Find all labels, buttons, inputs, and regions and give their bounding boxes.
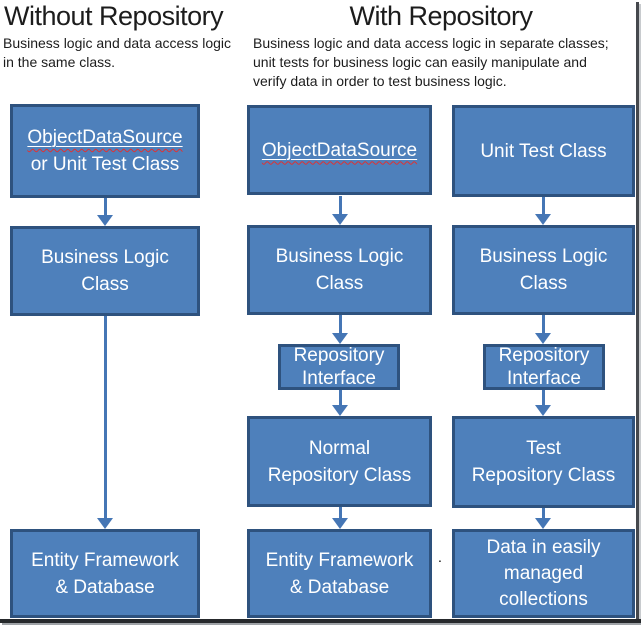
node-business-logic-class-middle: Business Logic Class [247, 225, 432, 315]
node-label: ObjectDataSource [261, 139, 418, 161]
spellcheck-squiggle: ObjectDataSource [27, 124, 182, 151]
node-normal-repository-class: Normal Repository Class [247, 416, 432, 507]
frame-bottom-edge [0, 619, 641, 623]
node-business-logic-class-left: Business Logic Class [10, 226, 200, 316]
frame-right-edge-shadow [639, 4, 641, 622]
node-entity-framework-database-middle: Entity Framework & Database [247, 529, 432, 618]
flow-arrow-down [534, 508, 552, 529]
stray-period-text: . [438, 549, 442, 565]
section-description-with: Business logic and data access logic in … [253, 35, 609, 89]
flow-arrow-down [331, 315, 349, 344]
flow-arrow-down-long [96, 316, 114, 529]
node-repository-interface-middle: Repository Interface [278, 344, 400, 390]
flow-arrow-down [534, 390, 552, 416]
flow-arrow-down [331, 390, 349, 416]
section-title-with-repository: With Repository [349, 1, 533, 31]
node-test-repository-class: Test Repository Class [452, 416, 635, 508]
node-repository-interface-right: Repository Interface [483, 344, 605, 390]
node-unit-test-class: Unit Test Class [452, 105, 635, 197]
node-data-in-easily-managed-collections: Data in easily managed collections [452, 529, 635, 618]
flow-arrow-down [534, 197, 552, 225]
frame-bottom-edge-shadow [2, 623, 641, 625]
node-objectdatasource: ObjectDataSource [247, 105, 432, 195]
node-objectdatasource-or-unit-test-class: ObjectDataSource or Unit Test Class [10, 104, 200, 198]
section-title-without-repository: Without Repository [4, 1, 224, 31]
node-entity-framework-database-left: Entity Framework & Database [10, 529, 200, 618]
node-business-logic-class-right: Business Logic Class [452, 225, 635, 315]
frame-right-edge [636, 2, 639, 622]
flow-arrow-down [331, 196, 349, 225]
spellcheck-squiggle: ObjectDataSource [262, 137, 417, 164]
flow-arrow-down [96, 198, 114, 226]
flow-arrow-down [331, 507, 349, 529]
node-label: or Unit Test Class [30, 154, 180, 175]
section-description-without: Business logic and data access logic in … [3, 35, 232, 70]
flow-arrow-down [534, 315, 552, 344]
node-label: ObjectDataSource [27, 127, 183, 148]
